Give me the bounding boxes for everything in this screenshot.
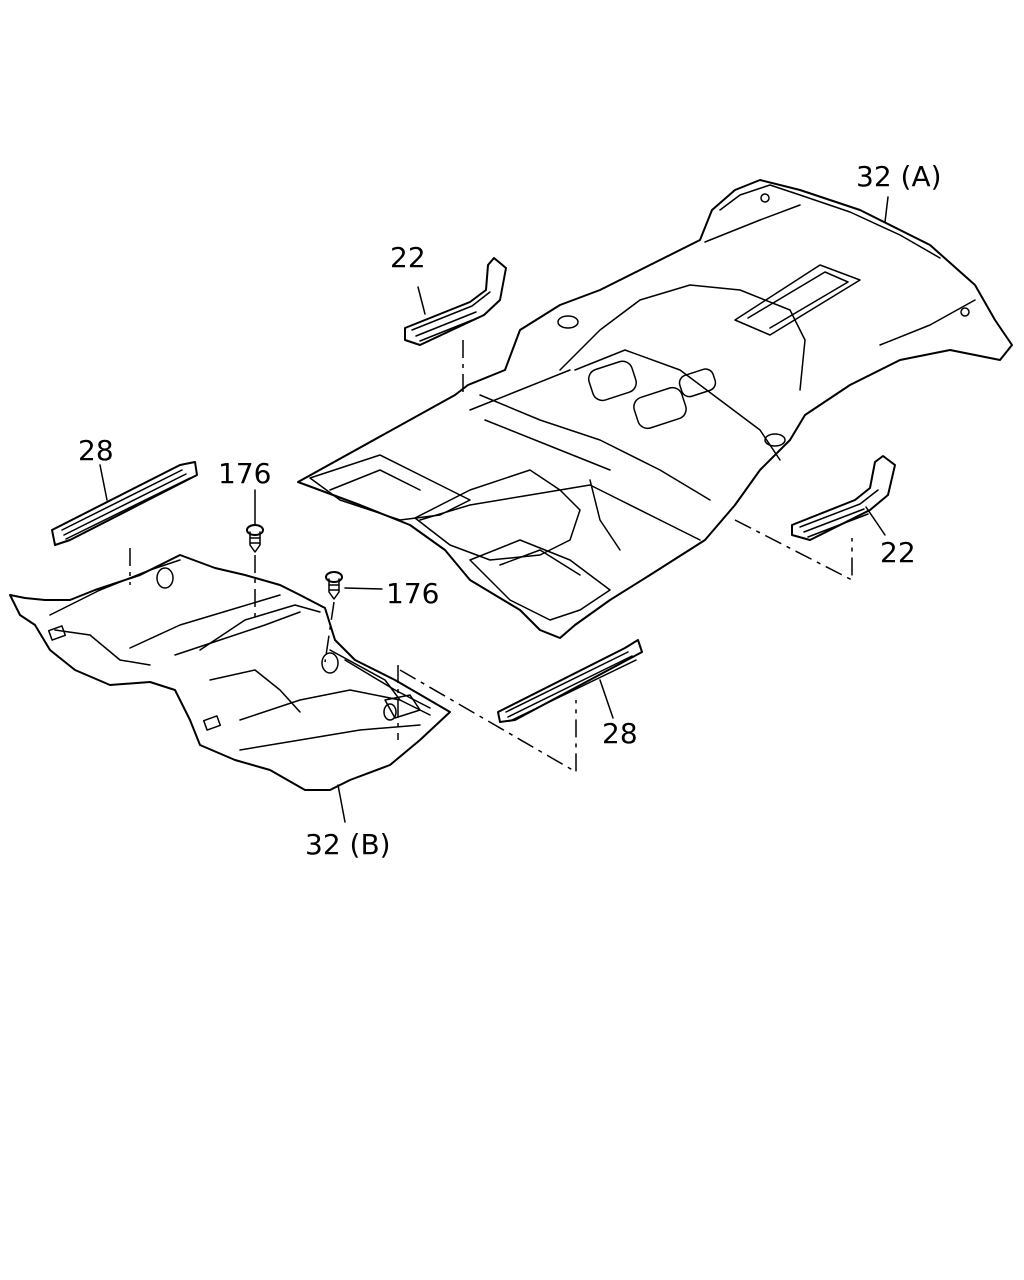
label-176-right: 176 bbox=[386, 577, 439, 610]
floor-carpet-a bbox=[297, 179, 1013, 639]
scuff-plate-right bbox=[497, 639, 643, 723]
label-176-left: 176 bbox=[218, 457, 271, 490]
rear-trim-left bbox=[404, 257, 507, 346]
label-32a: 32 (A) bbox=[856, 160, 942, 193]
label-28-front-right: 28 bbox=[602, 717, 638, 750]
clip-right bbox=[325, 571, 383, 600]
label-22-rear-right: 22 bbox=[880, 536, 916, 569]
label-28-front-left: 28 bbox=[78, 434, 114, 467]
assembly-lines bbox=[129, 340, 853, 774]
label-22-rear-left: 22 bbox=[390, 241, 426, 274]
scuff-plate-left bbox=[51, 461, 198, 546]
label-32b: 32 (B) bbox=[305, 828, 391, 861]
rear-trim-right bbox=[791, 455, 896, 541]
clip-left bbox=[246, 489, 264, 553]
part-labels: 32 (A) 22 22 28 28 176 176 32 (B) bbox=[78, 160, 942, 861]
floor-carpet-b bbox=[9, 554, 451, 823]
